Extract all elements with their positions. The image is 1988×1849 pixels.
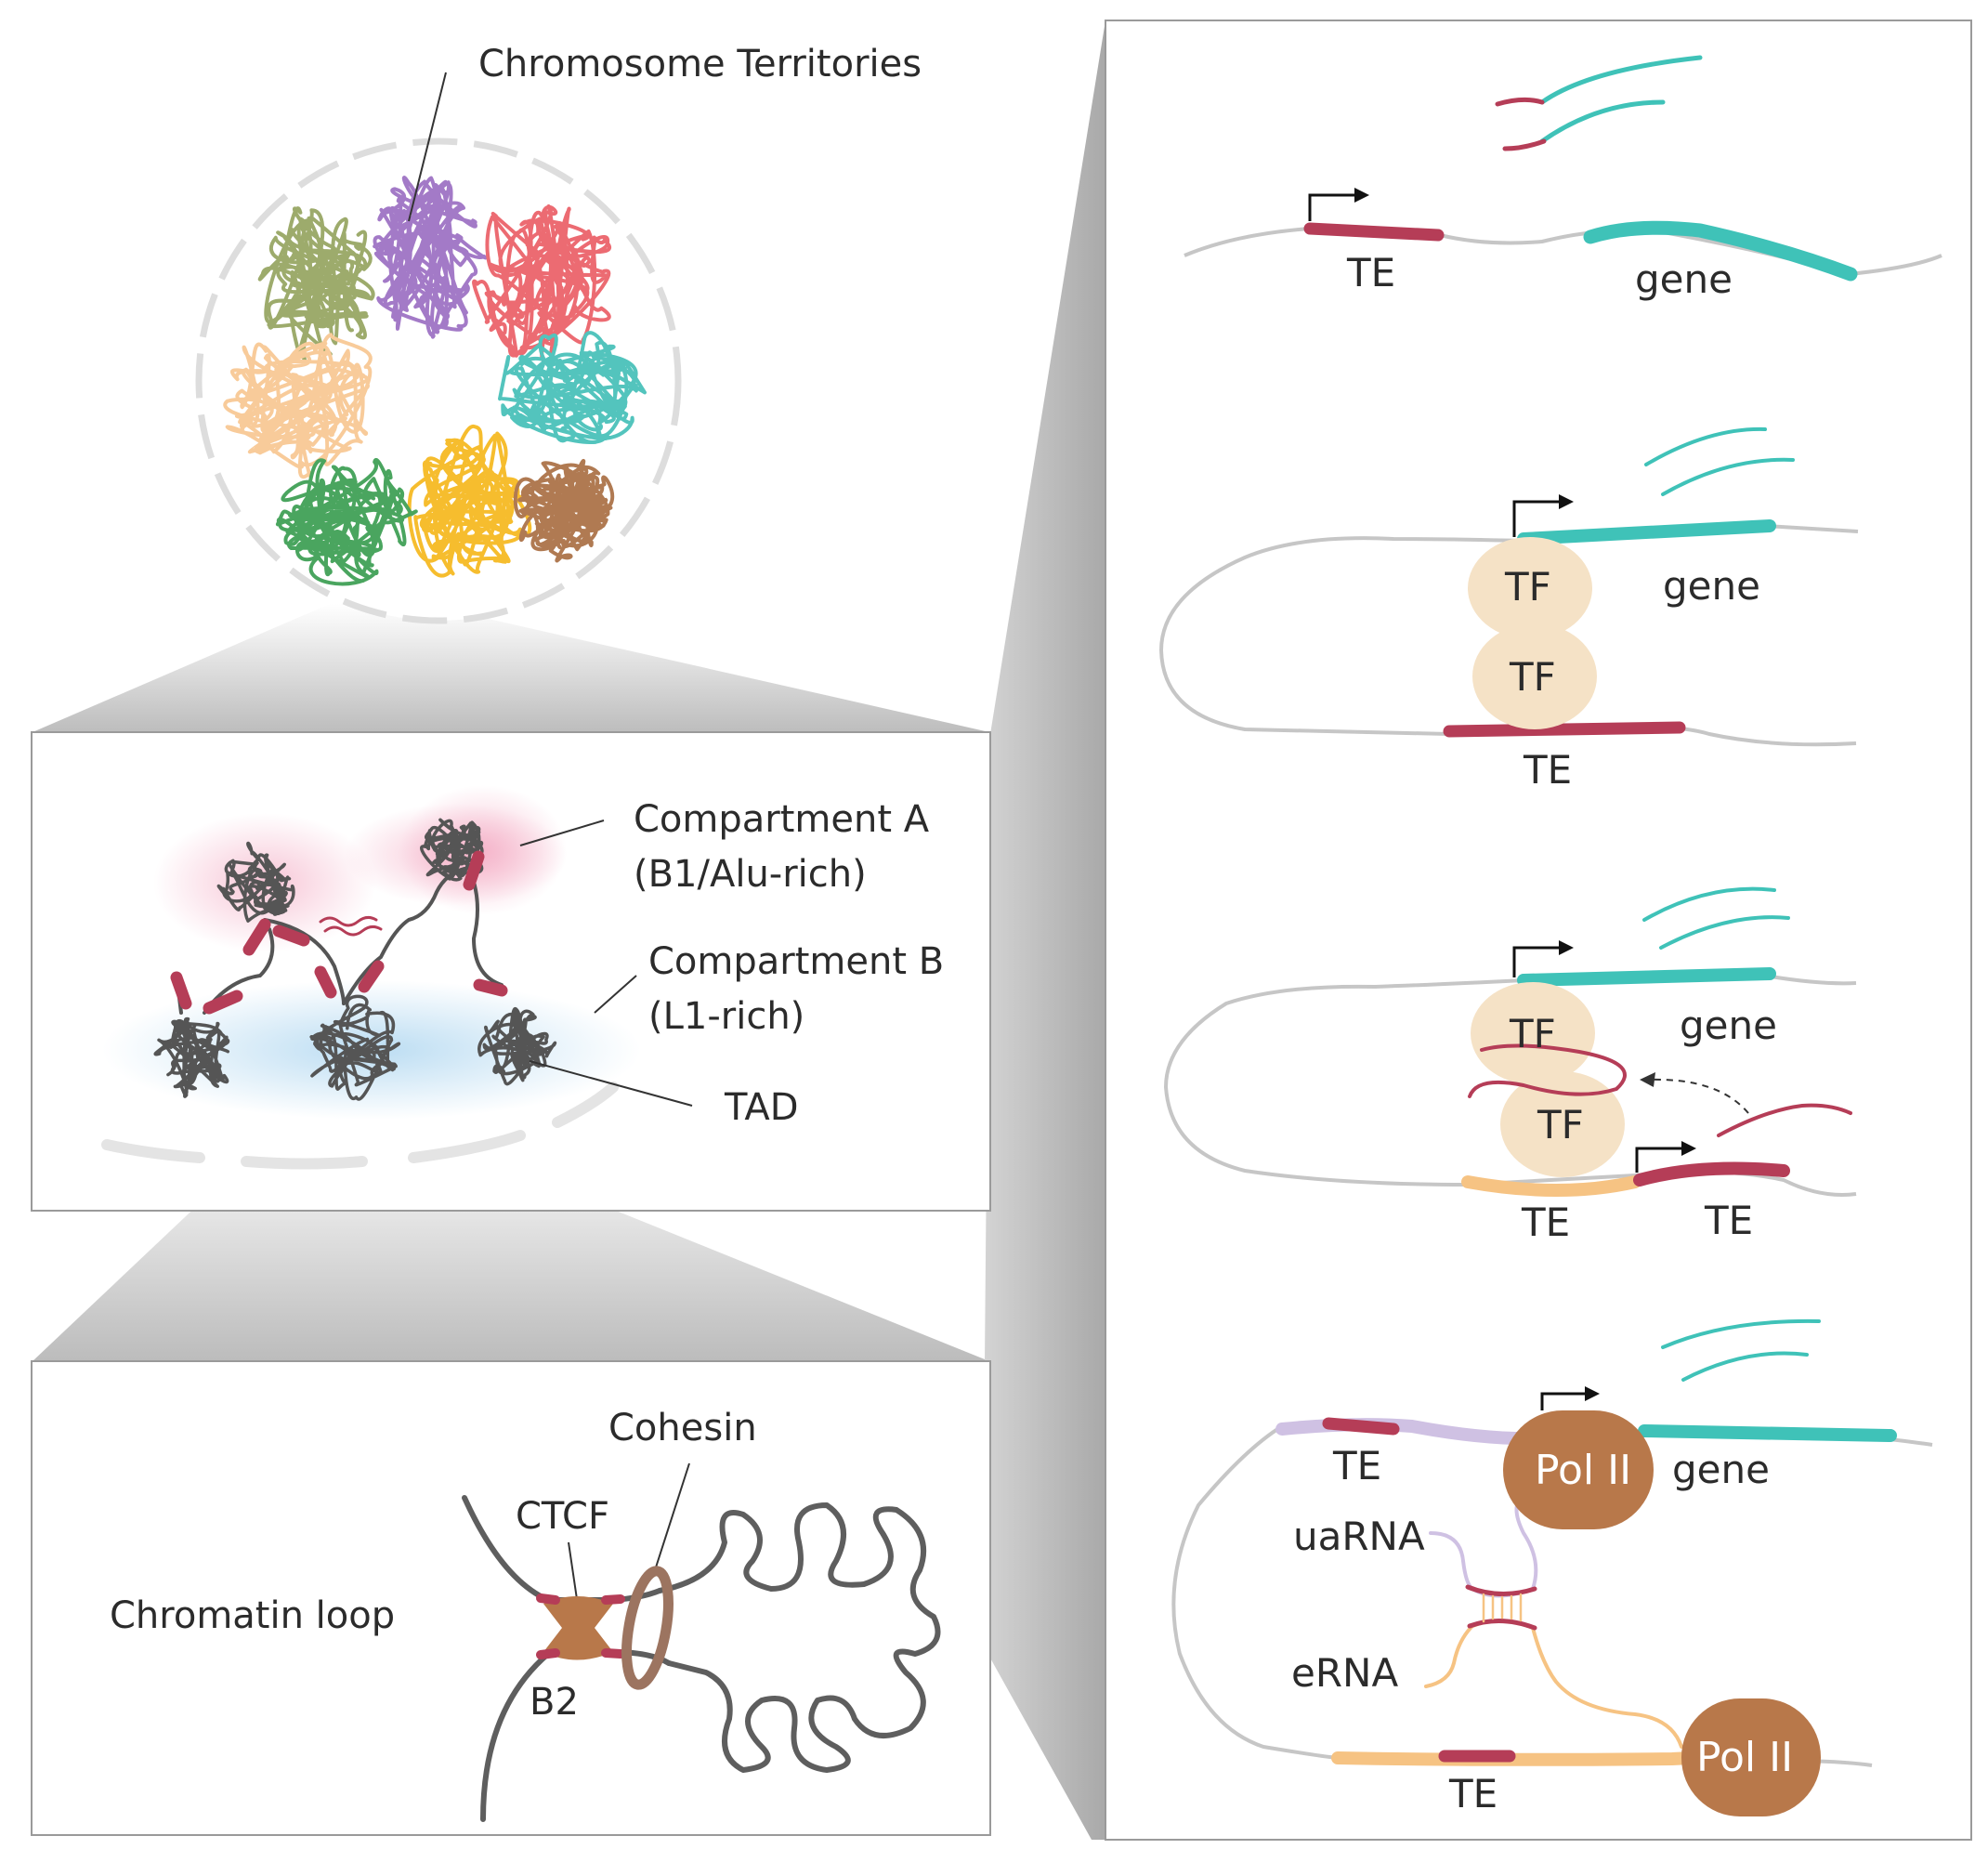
row4-tss-arrow	[1540, 1392, 1587, 1410]
panel-right	[1105, 20, 1972, 1841]
nuclear-lamina	[101, 1082, 619, 1170]
compartment-a-label: Compartment A	[634, 798, 930, 841]
chromatin-loop-label: Chromatin loop	[110, 1594, 395, 1637]
cohesin-label: Cohesin	[608, 1407, 757, 1449]
territory-peach	[223, 333, 373, 479]
zoom-wedge-right	[957, 20, 1105, 1840]
row1-arrowhead	[1354, 188, 1369, 203]
b2-label: B2	[530, 1681, 579, 1724]
cohesin-ring	[621, 1566, 674, 1690]
row1-gene-label: gene	[1635, 256, 1733, 302]
row4-gene-label: gene	[1672, 1447, 1770, 1492]
row2-tf-top	[1468, 537, 1592, 639]
row3-tf-top-label: TF	[1509, 1011, 1556, 1056]
panel-loop	[31, 1360, 991, 1836]
row2-tf-bottom-label: TF	[1509, 654, 1556, 700]
row3-tss-arrow	[1512, 946, 1561, 977]
row3-tf-bottom	[1500, 1071, 1625, 1177]
row3-te-left	[1461, 1175, 1641, 1197]
tad-bottom-right	[477, 1007, 557, 1086]
rna-squiggle	[319, 915, 383, 937]
row3-transcripts	[1642, 886, 1790, 950]
territory-teal	[498, 331, 647, 445]
row3-dashed-arrowhead	[1640, 1072, 1655, 1087]
row2-tss-arrow	[1512, 500, 1561, 537]
row3-tss-arrow-2	[1635, 1147, 1683, 1173]
territory-olive	[257, 206, 375, 362]
ctcf-dimer	[543, 1596, 613, 1660]
ctcf-label: CTCF	[516, 1495, 609, 1538]
row1-transcript	[1495, 55, 1703, 151]
row2-te-label: TE	[1523, 747, 1572, 793]
row4-te-bottom-label: TE	[1448, 1771, 1498, 1816]
row2-gene	[1517, 519, 1776, 545]
row4-erna-label: eRNA	[1291, 1650, 1398, 1696]
tad-bottom-middle	[309, 994, 401, 1101]
row4-te-top-label: TE	[1332, 1443, 1381, 1488]
row3-te-left-label: TE	[1521, 1200, 1570, 1245]
row1-tss-arrow	[1308, 193, 1356, 221]
row1-te-label: TE	[1346, 250, 1395, 295]
row4-pol-bottom-label: Pol II	[1696, 1734, 1793, 1781]
te-segments-compartments	[170, 850, 508, 1015]
row3-gene-label: gene	[1680, 1003, 1777, 1048]
row3-te-right	[1633, 1161, 1790, 1187]
row1-te	[1303, 222, 1445, 242]
row3-free-rna	[1717, 1103, 1852, 1137]
compartment-a-sublabel: (B1/Alu-rich)	[634, 853, 867, 896]
tad-bottom-left	[153, 1016, 230, 1098]
tad-top-left	[216, 841, 295, 923]
row4-pol-bottom	[1681, 1698, 1821, 1816]
zoom-wedge-territory	[33, 604, 989, 732]
row4-rna-pairing	[1465, 1584, 1537, 1631]
row2-transcripts	[1644, 426, 1795, 496]
row3-tf-bottom-label: TF	[1537, 1102, 1584, 1147]
row3-te-right-label: TE	[1704, 1198, 1753, 1243]
row3-tf-top	[1471, 982, 1595, 1084]
row4-pol-top	[1503, 1410, 1654, 1529]
row1-gene	[1583, 220, 1858, 282]
row3-arrowhead-2	[1681, 1141, 1696, 1156]
territory-yellow	[407, 425, 532, 578]
row4-te-top	[1322, 1417, 1400, 1436]
row4-uarna-label: uaRNA	[1293, 1514, 1425, 1559]
territory-brown	[513, 459, 615, 563]
row4-arrowhead	[1585, 1386, 1600, 1401]
compartment-a-pointer	[519, 820, 605, 846]
row4-transcripts	[1661, 1318, 1821, 1382]
row2-tf-bottom	[1472, 623, 1597, 729]
row2-te	[1443, 721, 1686, 738]
row3-gene	[1517, 967, 1776, 987]
row4-gene	[1638, 1424, 1897, 1442]
chromosome-territories-label: Chromosome Territories	[478, 43, 922, 85]
row2-arrowhead	[1559, 494, 1574, 509]
compartment-b-pointer	[594, 975, 637, 1014]
nucleus	[195, 138, 682, 624]
cohesin-pointer	[654, 1462, 690, 1571]
tad-pointer	[529, 1060, 693, 1107]
territory-purple	[373, 176, 488, 339]
tad-linkers	[175, 867, 504, 1015]
row3-arrowhead	[1559, 940, 1574, 955]
tad-blobs	[153, 818, 557, 1101]
tad-top-right	[420, 818, 484, 882]
territory-green	[275, 457, 418, 586]
row2-gene-label: gene	[1663, 563, 1760, 609]
b2-sites	[536, 1593, 625, 1659]
row2-tf-top-label: TF	[1504, 564, 1551, 610]
compartment-b-label: Compartment B	[648, 940, 944, 983]
compartment-b-sublabel: (L1-rich)	[648, 995, 804, 1038]
row3-bound-rna	[1468, 1043, 1627, 1098]
row4-pol-top-label: Pol II	[1535, 1447, 1631, 1494]
territories-pointer	[408, 72, 447, 222]
tad-label: TAD	[724, 1086, 799, 1129]
